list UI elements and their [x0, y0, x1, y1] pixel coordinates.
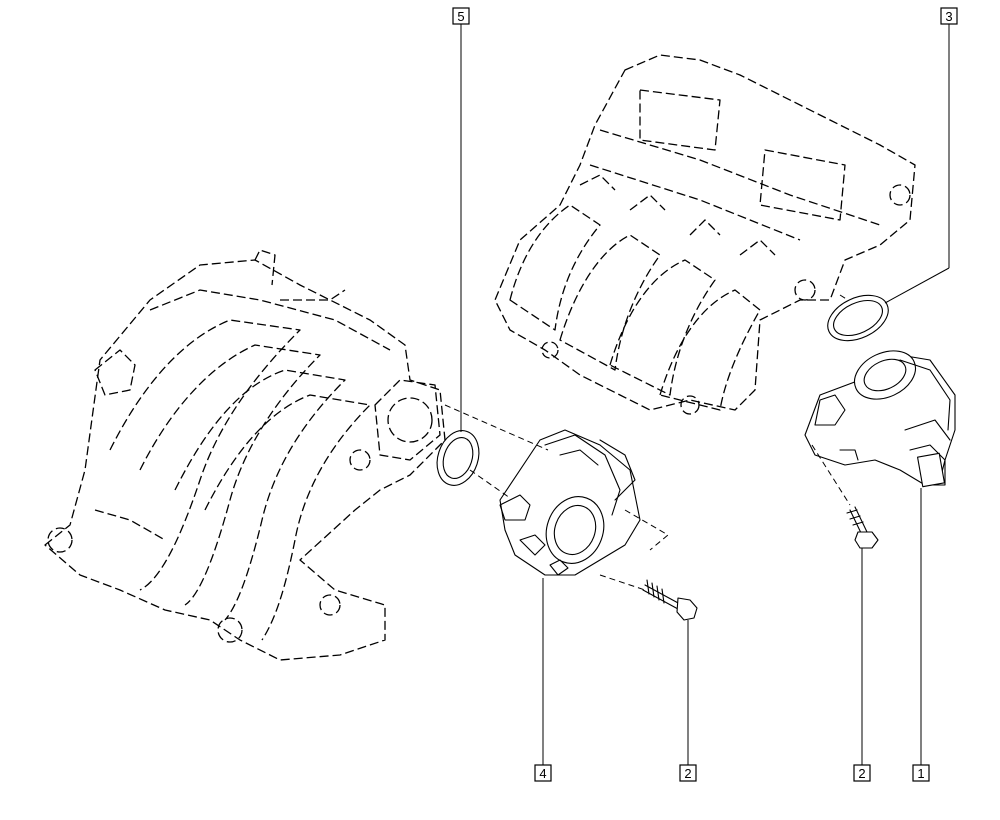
callout-2-right: 2 [853, 764, 871, 782]
svg-text:3: 3 [945, 9, 952, 24]
intake-manifold-right [494, 54, 916, 415]
gasket-right [827, 294, 889, 342]
callout-3: 3 [940, 7, 958, 25]
callout-1: 1 [912, 764, 930, 782]
svg-text:5: 5 [457, 9, 464, 24]
throttle-body-left [499, 429, 669, 576]
svg-text:2: 2 [684, 766, 691, 781]
svg-text:4: 4 [539, 766, 546, 781]
callout-5: 5 [452, 7, 470, 25]
gasket-left [436, 430, 480, 486]
bolt-left [642, 579, 698, 621]
assembly-lines [444, 294, 851, 591]
callout-4: 4 [534, 764, 552, 782]
throttle-body-right [804, 350, 956, 488]
intake-manifold-left [44, 249, 446, 661]
svg-text:2: 2 [858, 766, 865, 781]
callout-2-left: 2 [679, 764, 697, 782]
bolt-right [846, 506, 879, 549]
svg-text:1: 1 [917, 766, 924, 781]
leader-lines [460, 24, 950, 765]
